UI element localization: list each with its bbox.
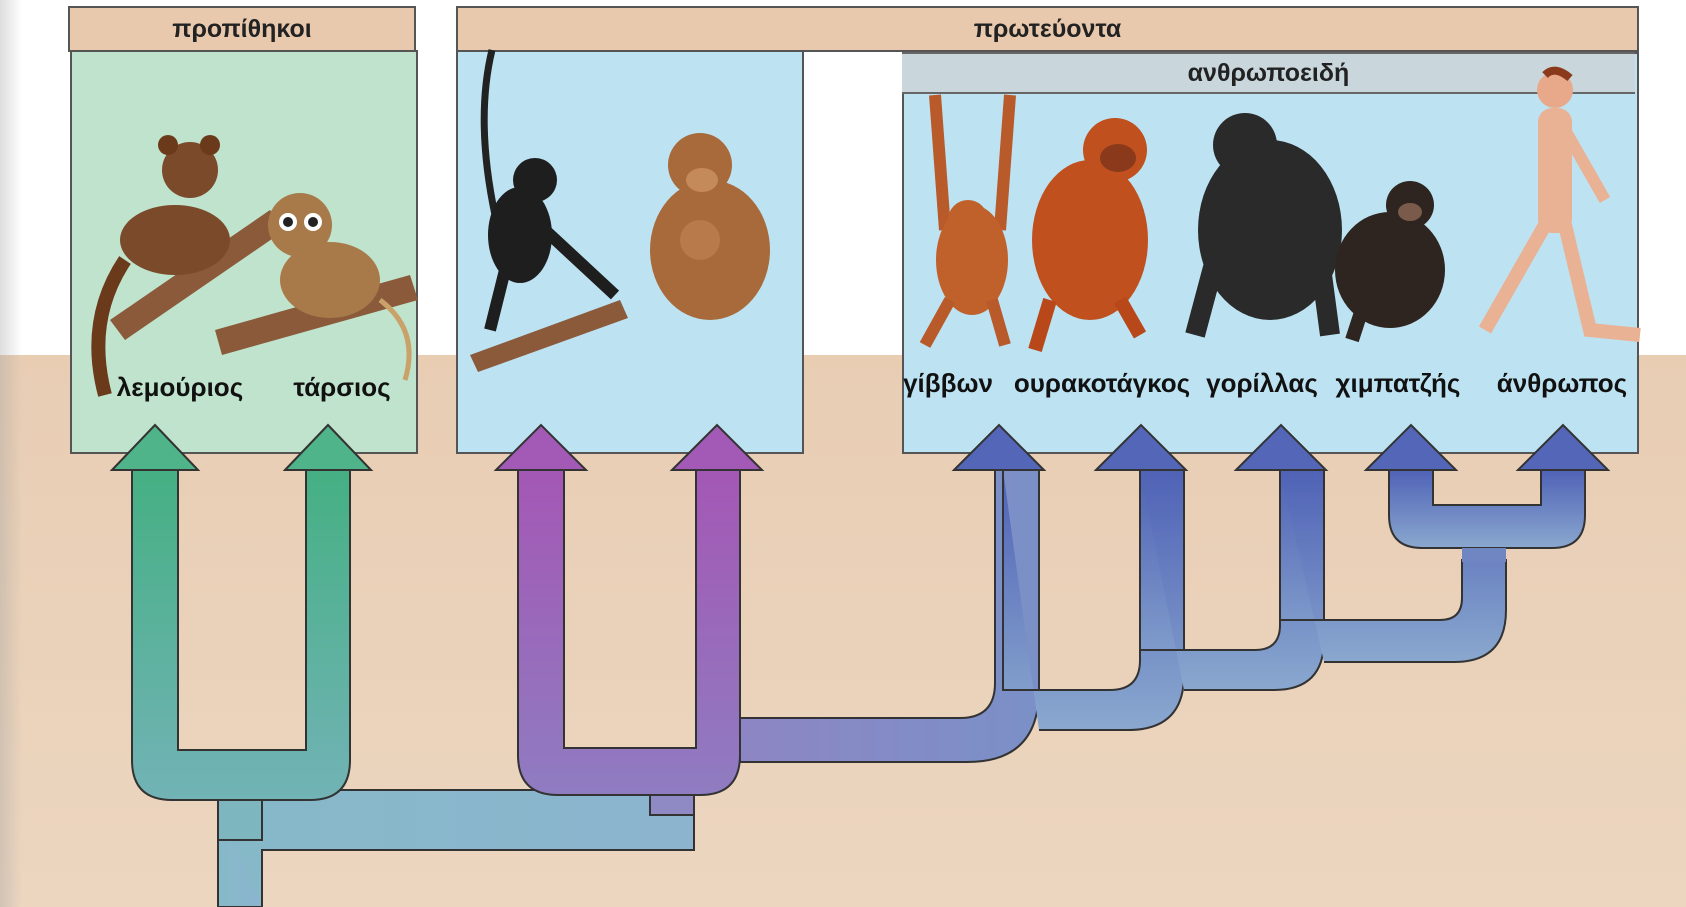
orangutan-illustration	[1032, 118, 1148, 350]
monkey2-arrowhead	[672, 425, 762, 470]
label-tarsier: τάρσιος	[293, 372, 390, 403]
human-illustration	[1485, 71, 1640, 335]
ape-branch	[740, 425, 1608, 762]
gorilla-arrowhead	[1236, 425, 1326, 470]
chimpanzee-illustration	[1335, 181, 1445, 340]
lemur-illustration	[98, 135, 285, 395]
label-chimpanzee: χιμπατζής	[1336, 368, 1461, 399]
chimpanzee-arrowhead	[1366, 425, 1456, 470]
label-human: άνθρωπος	[1497, 368, 1627, 399]
tarsier-illustration	[215, 193, 418, 380]
monkey-branch	[496, 425, 762, 815]
spider-monkey-illustration	[470, 50, 628, 372]
label-gibbon: γίββων	[903, 368, 993, 399]
human-arrowhead	[1518, 425, 1608, 470]
label-lemur: λεμούριος	[117, 372, 243, 403]
gibbon-arrowhead	[954, 425, 1044, 470]
gorilla-illustration	[1195, 113, 1342, 335]
monkey1-arrowhead	[496, 425, 586, 470]
gibbon-illustration	[925, 95, 1010, 345]
baboon-illustration	[650, 133, 770, 320]
prosimian-branch	[112, 425, 371, 840]
label-orangutan: ουρακοτάγκος	[1014, 368, 1190, 399]
lemur-arrowhead	[112, 425, 198, 470]
label-gorilla: γορίλλας	[1206, 368, 1318, 399]
orangutan-arrowhead	[1096, 425, 1186, 470]
tarsier-arrowhead	[285, 425, 371, 470]
